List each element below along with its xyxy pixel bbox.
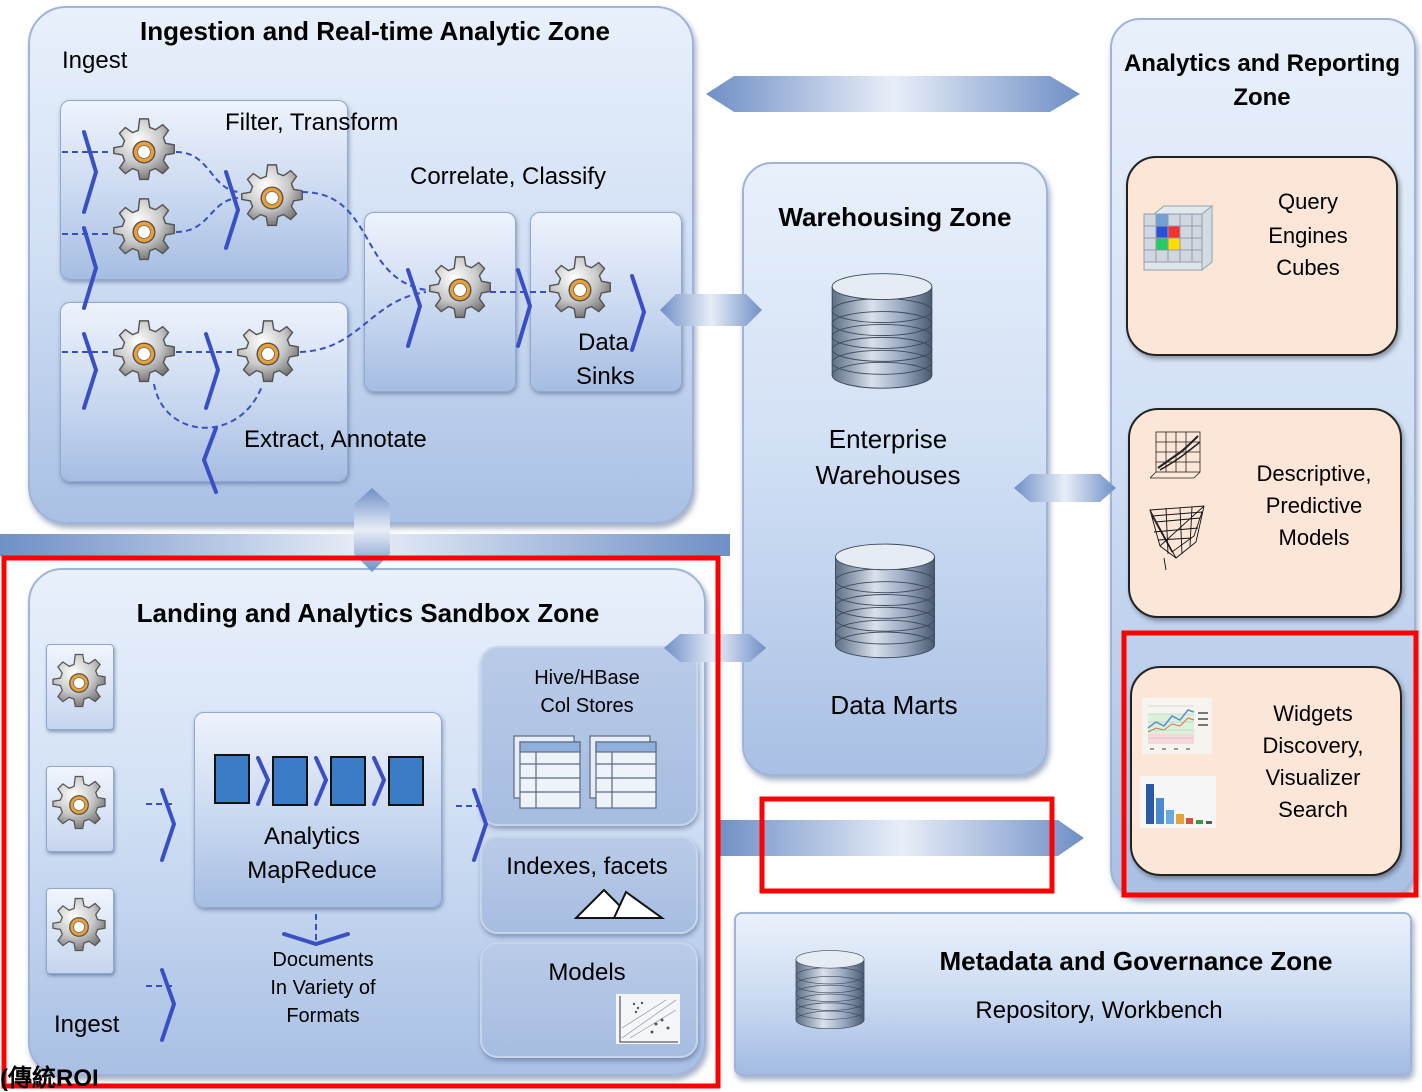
mapreduce-block xyxy=(214,754,250,804)
models-panel xyxy=(1128,408,1402,618)
double-arrow-icon xyxy=(660,294,762,326)
models-label-2: Predictive xyxy=(1265,493,1363,518)
hive-label-1: Hive/HBase xyxy=(534,667,640,689)
analytics-mapreduce-label-2: MapReduce xyxy=(247,857,377,884)
plot-icon xyxy=(1149,505,1205,571)
widgets-panel xyxy=(1130,666,1402,876)
models-label-3: Models xyxy=(1278,525,1350,550)
mapreduce-block xyxy=(388,756,424,806)
widgets-label-2: Discovery, xyxy=(1262,733,1364,758)
enterprise-label-2: Warehouses xyxy=(815,460,961,490)
mapreduce-panel xyxy=(194,712,442,908)
highlight-box xyxy=(1121,630,1419,898)
double-arrow-icon xyxy=(1014,474,1116,502)
double-arrow-icon xyxy=(354,488,390,572)
highlight-box xyxy=(1,555,721,1089)
scatter-3d-icon xyxy=(1149,431,1201,479)
enterprise-label-1: Enterprise xyxy=(828,424,948,454)
analytics-zone-title-2: Zone xyxy=(1233,84,1291,111)
mapreduce-block xyxy=(272,756,308,806)
data-sinks-label-2: Sinks xyxy=(576,363,635,390)
plot-icon xyxy=(616,994,680,1044)
query-label-3: Cubes xyxy=(1276,255,1340,280)
widgets-label-3: Visualizer xyxy=(1265,765,1361,790)
filter-transform-label: Filter, Transform xyxy=(225,109,399,136)
mapreduce-block xyxy=(330,756,366,806)
table-icon xyxy=(513,735,657,809)
data-marts-label: Data Marts xyxy=(830,690,958,720)
metadata-zone-title: Metadata and Governance Zone xyxy=(939,946,1333,976)
indexes-label: Indexes, facets xyxy=(506,853,668,880)
data-sinks-label-1: Data xyxy=(578,329,629,356)
correlate-classify-label: Correlate, Classify xyxy=(410,163,607,190)
documents-label-3: Formats xyxy=(286,1005,360,1027)
footer-text: (傳統ROI xyxy=(0,1065,99,1092)
double-arrow-icon xyxy=(706,76,1080,112)
documents-label-2: In Variety of xyxy=(270,977,376,999)
widgets-label-1: Widgets xyxy=(1273,701,1353,726)
documents-label-1: Documents xyxy=(272,949,374,971)
extract-annotate-label: Extract, Annotate xyxy=(244,426,427,453)
warehousing-zone xyxy=(742,162,1048,776)
models-label-1: Descriptive, xyxy=(1256,461,1372,486)
hive-label-2: Col Stores xyxy=(540,695,634,717)
query-label-2: Engines xyxy=(1268,223,1348,248)
ingest-label-bottom: Ingest xyxy=(54,1011,120,1038)
metadata-zone-subtitle: Repository, Workbench xyxy=(975,997,1223,1024)
line-chart-icon xyxy=(1142,698,1212,754)
ingest-label-top: Ingest xyxy=(62,47,128,74)
data-sinks-panel xyxy=(530,212,682,392)
highlight-box xyxy=(759,796,1055,894)
bar-chart-icon xyxy=(1140,776,1216,828)
models-sandbox-label: Models xyxy=(548,959,626,986)
double-arrow-icon xyxy=(664,634,766,662)
ingestion-zone-title: Ingestion and Real-time Analytic Zone xyxy=(140,16,610,46)
extract-panel xyxy=(60,302,348,482)
query-label-1: Query xyxy=(1278,189,1338,214)
analytics-mapreduce-label-1: Analytics xyxy=(263,823,361,850)
mountain-icon xyxy=(574,888,666,919)
warehousing-zone-title: Warehousing Zone xyxy=(778,202,1012,232)
widgets-label-4: Search xyxy=(1278,797,1348,822)
double-arrow-icon xyxy=(718,820,1084,856)
sandbox-zone-title: Landing and Analytics Sandbox Zone xyxy=(136,598,600,628)
cube-icon xyxy=(1143,204,1214,272)
analytics-zone-title-1: Analytics and Reporting xyxy=(1123,50,1401,77)
